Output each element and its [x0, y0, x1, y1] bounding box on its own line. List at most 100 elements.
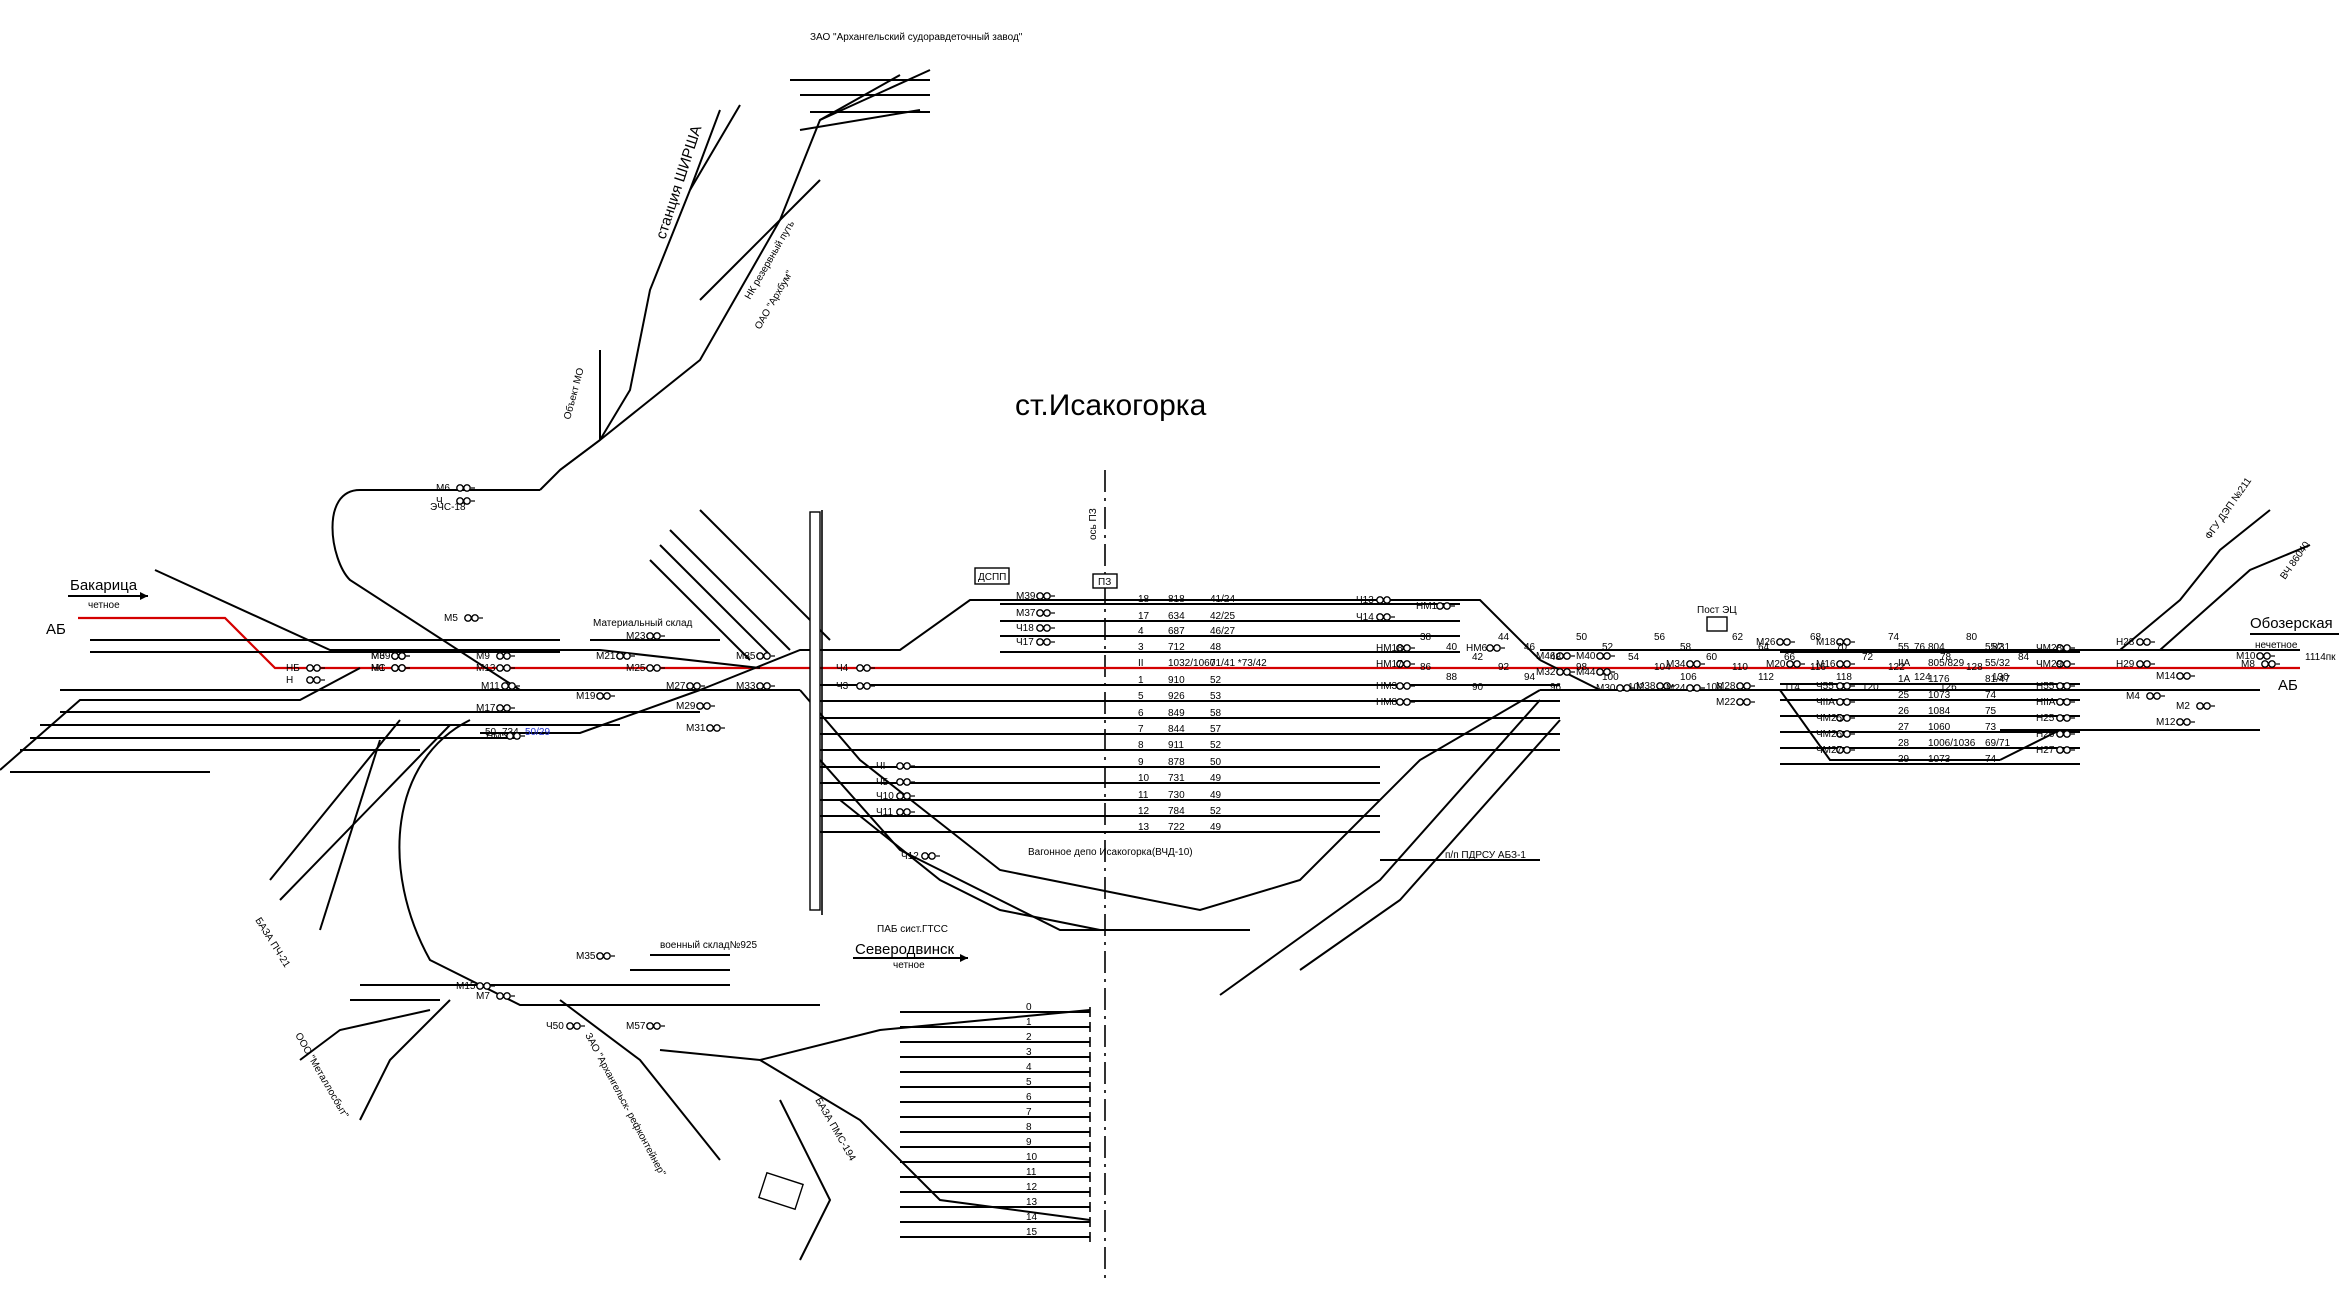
west-track-50-label: 50	[485, 727, 497, 738]
west-track-50-cap: 50/29	[525, 727, 550, 738]
signal-lamp-icon	[896, 808, 904, 816]
shirsha-label: станция ШИРША	[653, 123, 706, 241]
signal-label: М9	[476, 651, 490, 662]
park-track-capacity: 58	[1210, 708, 1222, 719]
signal-lamp-icon	[1443, 602, 1451, 610]
east-track-capacity: 69/71	[1985, 738, 2010, 749]
signal-н28: Н28	[2116, 637, 2155, 648]
park-track-capacity: 49	[1210, 773, 1222, 784]
signal-м39: М39	[1016, 591, 1055, 602]
signal-label: М11	[481, 681, 500, 692]
park-track-length: 722	[1168, 822, 1185, 833]
signal-м4: М4	[2126, 691, 2165, 702]
signal-label: М30	[1596, 683, 1616, 694]
signal-м37: М37	[1016, 608, 1055, 619]
signal-lamp-icon	[1843, 730, 1851, 738]
signal-lamp-icon	[2056, 698, 2064, 706]
east-track-capacity: 73	[1985, 722, 1997, 733]
signal-lamp-icon	[653, 632, 661, 640]
signal-lamp-icon	[693, 682, 701, 690]
signal-lamp-icon	[2063, 714, 2071, 722]
switch-number: 56	[1654, 632, 1666, 643]
lower-yard-track-number: 4	[1026, 1062, 1032, 1073]
post-ec-box	[1706, 616, 1728, 632]
east-block-label: АБ	[2278, 677, 2298, 694]
signal-lamp-icon	[686, 682, 694, 690]
park-track-length: 1032/1060	[1168, 658, 1216, 669]
severodvinsk-label: Северодвинск	[855, 941, 955, 958]
lower-yard-track-number: 8	[1026, 1122, 1032, 1133]
signal-lamp-icon	[2268, 660, 2276, 668]
signal-label: НМ3	[1376, 681, 1398, 692]
signal-lamp-icon	[496, 992, 504, 1000]
signal-lamp-icon	[1603, 652, 1611, 660]
park-track-capacity: 52	[1210, 740, 1222, 751]
signal-lamp-icon	[1843, 714, 1851, 722]
switch-number: 90	[1472, 682, 1484, 693]
signal-label: Ч4	[836, 663, 849, 674]
signal-нм6: НМ6	[1466, 643, 1505, 654]
base-ph-track-2	[269, 719, 401, 881]
signal-label: М15	[456, 981, 476, 992]
signal-lamp-icon	[2056, 682, 2064, 690]
signal-н29: Н29	[2116, 659, 2155, 670]
signal-label: Ч18	[1016, 623, 1034, 634]
switch-number: 52	[1602, 642, 1614, 653]
signal-lamp-icon	[496, 664, 504, 672]
signal-м35: М35	[576, 951, 615, 962]
pdrsu-label: п/п ПДРСУ АБЗ-1	[1445, 850, 1526, 861]
signal-lamp-icon	[756, 652, 764, 660]
east-track-capacity: 74	[1985, 690, 1997, 701]
throat-upper-left	[699, 599, 1541, 691]
signal-label: М27	[666, 681, 686, 692]
signal-ч10: Ч10	[876, 791, 915, 802]
signal-lamp-icon	[2196, 702, 2204, 710]
signal-нм8: НМ8	[1376, 697, 1415, 708]
signal-label: Ч3	[836, 681, 849, 692]
fgu-label: ФГУ ДЭП №211	[2203, 475, 2254, 541]
signal-lamp-icon	[1783, 638, 1791, 646]
signal-lamp-icon	[646, 664, 654, 672]
signal-label: М35	[576, 951, 596, 962]
signal-м32: М32	[1536, 667, 1575, 678]
signal-м26: М26	[1756, 637, 1795, 648]
signal-нм17: НМ17	[1376, 659, 1415, 670]
park-track-number: 4	[1138, 626, 1144, 637]
signal-lamp-icon	[1843, 638, 1851, 646]
signal-lamp-icon	[1376, 613, 1384, 621]
signal-lamp-icon	[596, 952, 604, 960]
signal-lamp-icon	[1616, 684, 1624, 692]
switch-number: 114	[1784, 682, 1800, 693]
signal-чм26: ЧМ26	[1816, 729, 1855, 740]
switch-number: 110	[1732, 662, 1748, 673]
west-arrow-icon	[140, 592, 148, 600]
signal-label: М44	[1576, 667, 1596, 678]
signal-label: М2	[2176, 701, 2190, 712]
signal-label: ЧМ29	[2036, 659, 2063, 670]
park-track-number: 3	[1138, 642, 1144, 653]
pz-label: ПЗ	[1098, 577, 1111, 588]
signal-lamp-icon	[2063, 682, 2071, 690]
east-track-length: 1176	[1928, 674, 1950, 685]
signal-label: М17	[476, 703, 496, 714]
west-block-label: АБ	[46, 621, 66, 638]
signal-ч13: Ч13	[1356, 595, 1395, 606]
ladder-2	[669, 529, 791, 651]
park-track-number: 9	[1138, 757, 1144, 768]
signal-label: М18	[1816, 637, 1836, 648]
signal-lamp-icon	[1693, 660, 1701, 668]
park-track-number: 7	[1138, 724, 1144, 735]
signal-lamp-icon	[506, 732, 514, 740]
park-track-capacity: 57	[1210, 724, 1222, 735]
south-branch-2	[1299, 719, 1561, 971]
signal-label: М5	[444, 613, 458, 624]
signal-lamp-icon	[623, 652, 631, 660]
signal-lamp-icon	[1686, 684, 1694, 692]
park-track-number: 8	[1138, 740, 1144, 751]
lower-yard-track-number: 5	[1026, 1077, 1032, 1088]
base-ph-track-3	[319, 739, 381, 931]
signal-lamp-icon	[313, 664, 321, 672]
